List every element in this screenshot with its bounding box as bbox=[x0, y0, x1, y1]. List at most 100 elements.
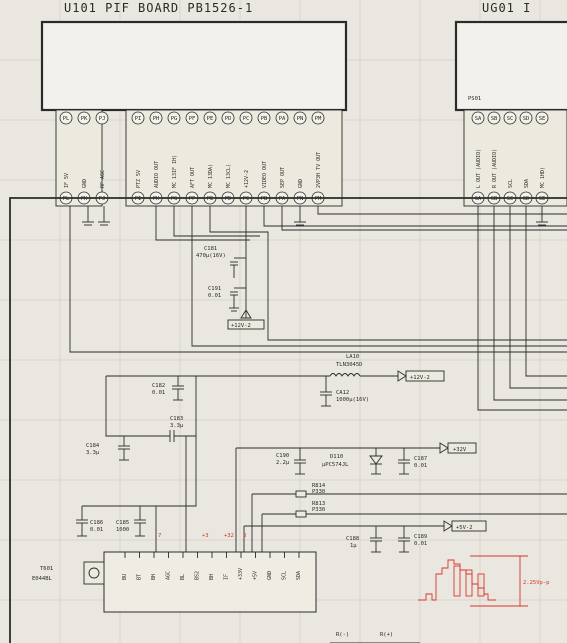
left-board-title: U101 PIF BOARD PB1526-1 bbox=[64, 1, 253, 15]
c181-ref: C181 bbox=[204, 246, 217, 252]
d110-diode bbox=[369, 455, 383, 465]
connector-pin-label: SE bbox=[539, 196, 546, 202]
waveform-amplitude: 2.25Vp-p bbox=[523, 580, 550, 586]
connector-signal-label: SCL bbox=[508, 179, 514, 188]
ic-pin-label: BH bbox=[151, 574, 157, 580]
wire-sda bbox=[525, 206, 567, 377]
ic-pin-label: BL bbox=[180, 574, 186, 580]
ic-pin-label: GND bbox=[267, 571, 273, 580]
connector-pin-label: PA bbox=[279, 196, 286, 202]
connector-signal-label: GND bbox=[298, 179, 304, 188]
ca12-ref: CA12 bbox=[336, 390, 349, 396]
la10-value: TLN3045D bbox=[336, 362, 363, 368]
pin-marker-32: +32 bbox=[224, 533, 234, 539]
ic-pin-label: IF bbox=[224, 574, 230, 580]
connector-pin-label: PM bbox=[315, 196, 322, 202]
connector-signal-label: L OUT (AUDIO) bbox=[476, 149, 482, 188]
ic-pin-label: BU bbox=[122, 574, 128, 580]
connector-pin-label: SC bbox=[507, 116, 514, 122]
wire-r-out bbox=[493, 206, 567, 401]
c187-ref: C187 bbox=[414, 456, 427, 462]
connector-signal-label: SEP OUT bbox=[280, 167, 286, 188]
connector-signal-label: RF AGC bbox=[100, 170, 106, 188]
ic-pin-label: SDA bbox=[296, 571, 302, 580]
c186-value: 0.01 bbox=[90, 527, 103, 533]
connector-pin bbox=[311, 111, 325, 125]
connector-pin-label: PH bbox=[153, 196, 160, 202]
connector-pin-label: PM bbox=[315, 116, 322, 122]
connector-pin-label: SD bbox=[523, 196, 530, 202]
pin-marker-7: 7 bbox=[158, 533, 161, 539]
triangle-5v2 bbox=[443, 520, 453, 532]
connector-pin-label: SE bbox=[539, 116, 546, 122]
triangle-12v2-b bbox=[397, 370, 407, 382]
connector-pin-label: PI bbox=[135, 116, 142, 122]
r813-body bbox=[295, 510, 307, 518]
connector-signal-label: MC 13IF IH) bbox=[172, 155, 178, 188]
c182-ref: C182 bbox=[152, 383, 165, 389]
connector-pin-label: SA bbox=[475, 116, 482, 122]
connector-signal-label: R OUT (AUDIO) bbox=[492, 149, 498, 188]
ic-pin-label: +33V bbox=[238, 568, 244, 580]
connector-pin-label: SB bbox=[491, 116, 498, 122]
connector-pin-label: PN bbox=[297, 116, 304, 122]
pif-board-box bbox=[40, 20, 348, 112]
connector-pin bbox=[535, 111, 549, 125]
right-board-label: PS01 bbox=[468, 96, 481, 102]
wire-video-out bbox=[263, 206, 567, 227]
wire-aft-out bbox=[191, 206, 567, 347]
ic-pin-label: BT bbox=[137, 574, 143, 580]
rail-5v2-box bbox=[451, 520, 487, 532]
d110-value: µPC574JL bbox=[322, 462, 349, 468]
c184-ref: C184 bbox=[86, 443, 100, 449]
ic-pin-label: AGC bbox=[166, 571, 172, 580]
c188-value: 1µ bbox=[350, 543, 357, 549]
r813-ref: R813 bbox=[312, 501, 325, 507]
wire-mc13da bbox=[209, 206, 567, 341]
c191-ref: C191 bbox=[208, 286, 221, 292]
connector-signal-label: MC 13DA) bbox=[208, 164, 214, 188]
connector-pin bbox=[519, 111, 533, 125]
connector-pin-label: SA bbox=[475, 196, 482, 202]
waveform-block-c bbox=[477, 573, 485, 597]
pin-marker-8: 8 bbox=[243, 533, 246, 539]
connector-pin bbox=[167, 111, 181, 125]
connector-pin-label: PE bbox=[207, 116, 214, 122]
connector-signal-label: AFT OUT bbox=[190, 167, 196, 188]
rail-12v2-a-box bbox=[227, 319, 265, 330]
rail-32v-box bbox=[447, 442, 477, 454]
d110-ref: D110 bbox=[330, 454, 343, 460]
rail-32v-label: +32V bbox=[453, 447, 467, 453]
r814-body bbox=[295, 490, 307, 498]
ic-ref: T601 bbox=[40, 566, 53, 572]
right-board-title: UG01 I bbox=[482, 1, 531, 15]
connector-pin-label: PL bbox=[63, 196, 70, 202]
rail-12v2-a-label: +12V-2 bbox=[231, 323, 251, 329]
connector-pin-label: PH bbox=[153, 116, 160, 122]
connector-pin bbox=[275, 111, 289, 125]
footer-r-minus: R(-) bbox=[336, 632, 349, 638]
connector-pin bbox=[471, 111, 485, 125]
r814-value: P330 bbox=[312, 489, 325, 495]
connector-pin bbox=[503, 111, 517, 125]
connector-pin-label: PK bbox=[81, 196, 88, 202]
connector-signal-label: PTZ 5V bbox=[136, 170, 142, 188]
connector-pin-label: SB bbox=[491, 196, 498, 202]
connector-pin-label: PC bbox=[243, 196, 250, 202]
la10-ref: LA10 bbox=[346, 354, 359, 360]
triangle-12v2-a bbox=[240, 309, 252, 319]
wire-scl bbox=[509, 206, 567, 389]
connector-pin bbox=[487, 111, 501, 125]
wire-audio-out bbox=[155, 206, 250, 241]
connector-pin bbox=[221, 111, 235, 125]
wire-mc13if bbox=[173, 206, 260, 237]
connector-pin bbox=[185, 111, 199, 125]
connector-signal-label: MC 1HD) bbox=[540, 167, 546, 188]
c183-value: 3.3µ bbox=[170, 423, 184, 429]
wire-sep-out bbox=[281, 206, 567, 231]
c182-value: 0.01 bbox=[152, 390, 165, 396]
ic-t601-tab-hole bbox=[88, 567, 100, 579]
frame-bus bbox=[9, 197, 567, 643]
wire-if5v bbox=[69, 206, 567, 353]
la10-coil bbox=[329, 373, 361, 377]
